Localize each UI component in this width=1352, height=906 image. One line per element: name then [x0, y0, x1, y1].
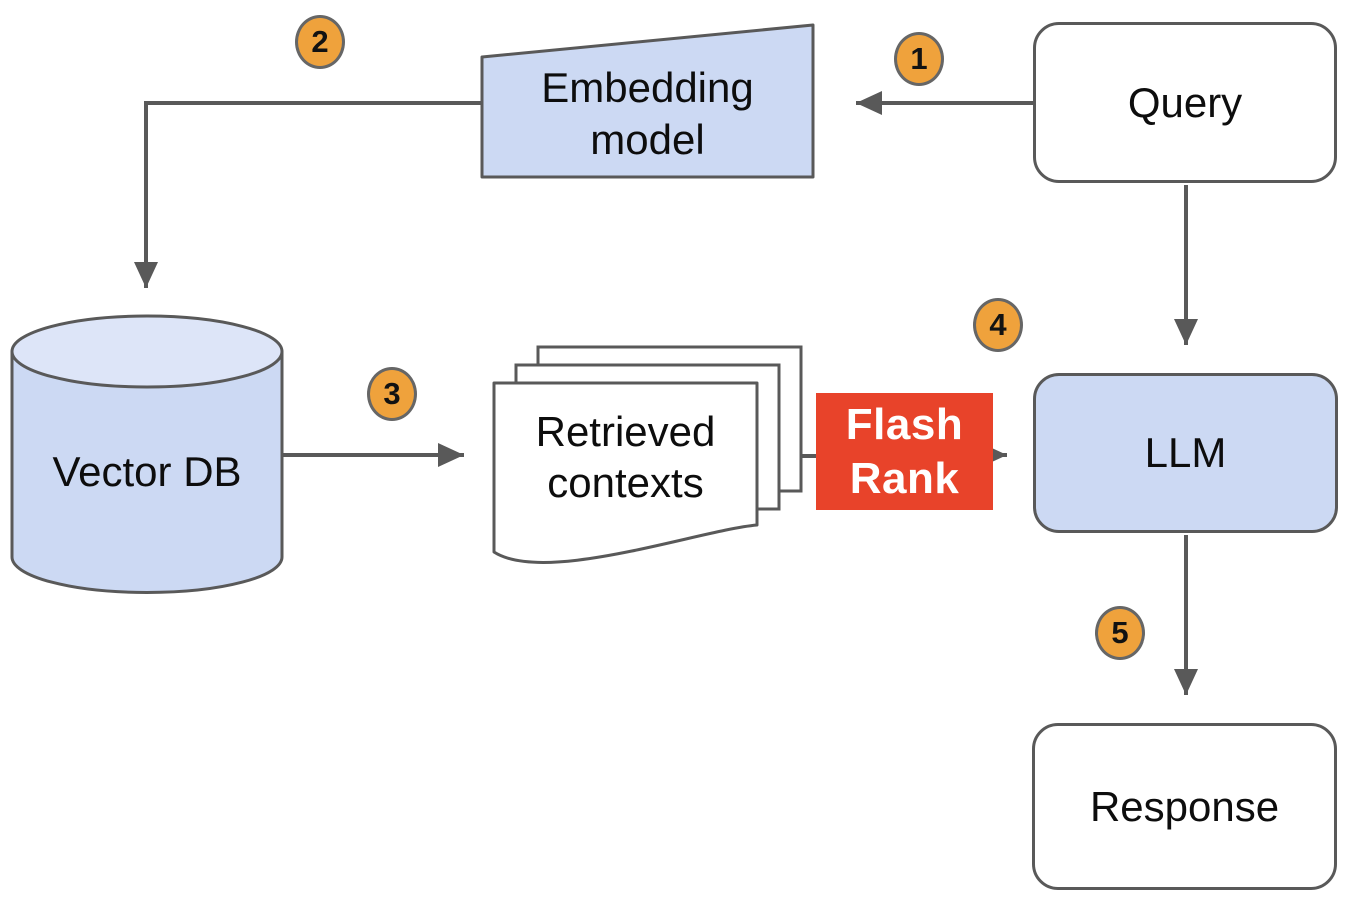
step-badge-4-number: 4 — [989, 307, 1007, 342]
response-label: Response — [1089, 782, 1280, 830]
step-badge-4: 4 — [973, 298, 1023, 352]
step-badge-1: 1 — [894, 32, 944, 86]
query-node: Query — [1033, 22, 1337, 183]
vector-db-cylinder-top — [10, 314, 284, 389]
query-label: Query — [1127, 78, 1243, 126]
flash-rank-label: Flash Rank — [845, 399, 964, 503]
retrieved-contexts-shape — [492, 345, 803, 564]
step-badge-5: 5 — [1095, 606, 1145, 660]
arrow-embedding-to-vectordb — [134, 101, 482, 288]
step-badge-3: 3 — [367, 367, 417, 421]
document-sheet-front — [492, 381, 759, 564]
step-badge-2-number: 2 — [311, 24, 329, 59]
llm-label: LLM — [1144, 429, 1227, 476]
vector-db-cylinder-body — [10, 350, 284, 594]
llm-node: LLM — [1033, 373, 1338, 533]
response-node: Response — [1032, 723, 1337, 890]
embedding-model-shape — [480, 23, 815, 179]
vector-db-shape — [10, 314, 284, 594]
flash-rank-node: Flash Rank — [816, 393, 993, 510]
step-badge-3-number: 3 — [383, 376, 401, 411]
step-badge-1-number: 1 — [910, 41, 928, 76]
step-badge-2: 2 — [295, 15, 345, 69]
step-badge-5-number: 5 — [1111, 615, 1129, 650]
